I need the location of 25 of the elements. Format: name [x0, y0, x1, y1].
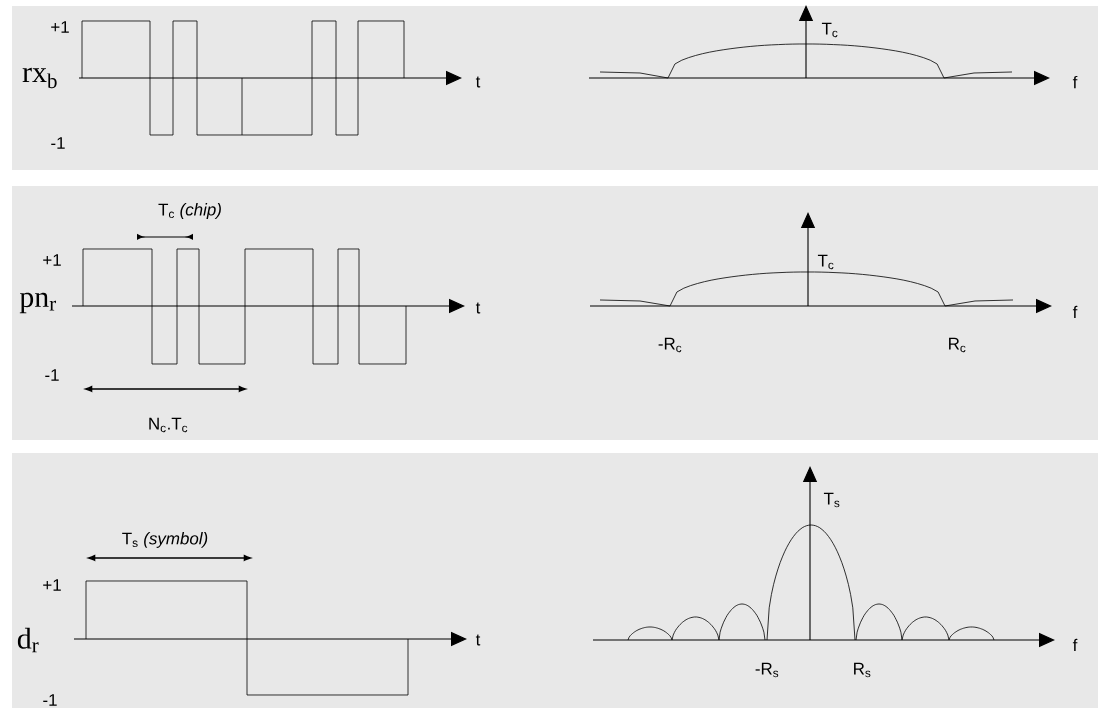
signal-name: rx$_{b}$: [22, 67, 57, 89]
level-label: -1: [43, 694, 57, 706]
level-label: +1: [43, 254, 61, 266]
dimension-label: N$_{c}$.T$_{c}$: [149, 417, 188, 433]
dimension-label: T$_{s}$ (symbol): [122, 532, 208, 548]
frequency-label: -R$_{s}$: [755, 662, 779, 678]
axis-label: t: [475, 76, 481, 88]
axis-label: t: [475, 302, 481, 314]
frequency-label: R$_{c}$: [949, 337, 966, 353]
amplitude-label: T$_{s}$: [823, 492, 840, 508]
frequency-label: -R$_{c}$: [658, 337, 682, 353]
level-label: +1: [51, 21, 69, 33]
amplitude-label: T$_{c}$: [821, 22, 838, 38]
axis-label: f: [1072, 75, 1078, 89]
amplitude-label: T$_{c}$: [817, 254, 834, 270]
axis-label: f: [1072, 638, 1078, 652]
signal-name: pn$_{r}$: [19, 292, 56, 314]
level-label: -1: [45, 369, 59, 381]
axis-label: f: [1072, 305, 1078, 319]
level-label: +1: [43, 579, 61, 591]
dimension-label: T$_{c}$ (chip): [158, 203, 221, 219]
signal-name: d$_{r}$: [17, 627, 39, 653]
level-label: -1: [51, 137, 65, 149]
frequency-label: R$_{s}$: [854, 662, 871, 678]
axis-label: t: [475, 634, 481, 646]
